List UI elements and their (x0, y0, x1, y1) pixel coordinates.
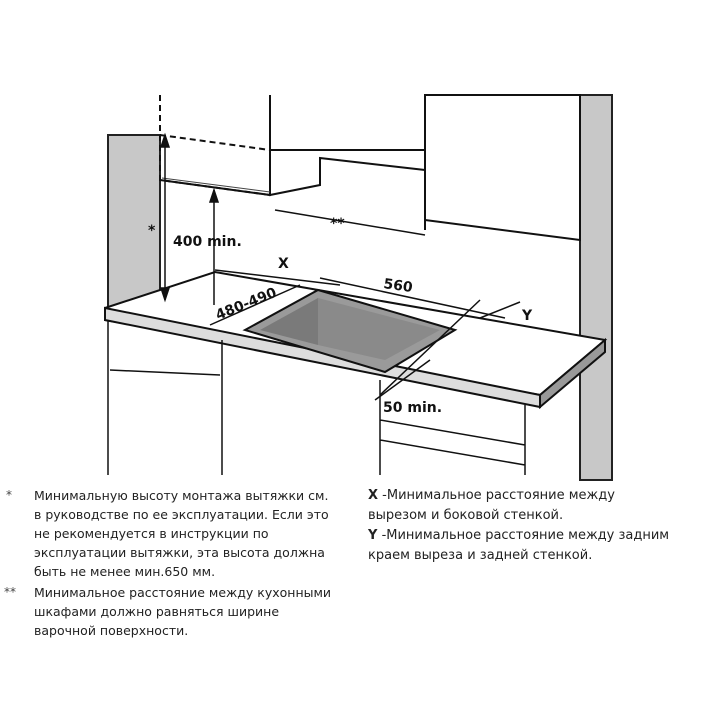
note-mark-2: ** (4, 585, 16, 599)
note-line: не рекомендуется в инструкции по (34, 526, 269, 541)
note-line: эксплуатации вытяжки, эта высота должна (34, 545, 325, 560)
hood-height-label: 400 min. (173, 234, 242, 250)
note-cabinet-gap: Минимальное расстояние между кухонными ш… (34, 583, 331, 640)
note-line: Минимальное расстояние между кухонными (34, 585, 332, 600)
note-xy: X -Минимальное расстояние между вырезом … (368, 486, 669, 566)
note-line: Минимальную высоту монтажа вытяжки см. (34, 488, 329, 503)
note-line: -Минимальное расстояние между задним (381, 528, 670, 543)
cabinet-gap-label: ** (330, 216, 345, 232)
lower-cabinets (107, 320, 526, 475)
note-line: краем выреза и задней стенкой. (368, 548, 593, 563)
hood (269, 149, 426, 197)
note-line: вырезом и боковой стенкой. (368, 508, 564, 523)
right-wall (579, 94, 613, 481)
hood-asterisk-label: * (148, 223, 156, 239)
x-label: X (278, 256, 289, 272)
y-key: Y (368, 528, 378, 543)
front-gap-label: 50 min. (383, 400, 442, 416)
note-line: быть не менее мин.650 мм. (34, 564, 216, 579)
x-key: X (368, 488, 379, 503)
note-line: -Минимальное расстояние между (382, 488, 615, 503)
width-label: 560 (382, 276, 413, 296)
note-mark-1: * (6, 488, 12, 502)
note-line: шкафами должно равняться ширине (34, 604, 280, 619)
note-hood-height: Минимальную высоту монтажа вытяжки см. в… (34, 486, 329, 581)
right-upper-cabinet (424, 94, 581, 242)
y-label: Y (521, 308, 533, 324)
note-line: варочной поверхности. (34, 623, 189, 638)
note-line: в руководстве по ее эксплуатации. Если э… (34, 507, 329, 522)
